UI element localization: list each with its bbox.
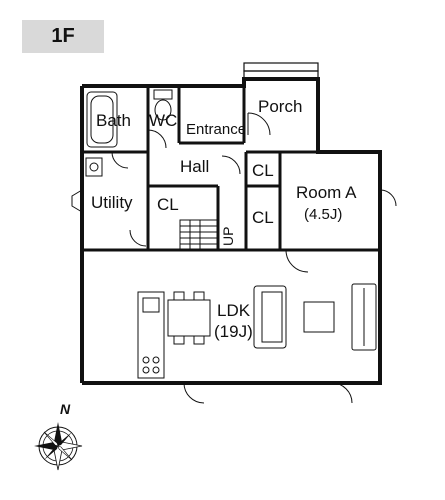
porch-steps — [243, 62, 319, 80]
label-closet-room: CL — [252, 208, 274, 227]
door-swings — [71, 112, 397, 404]
bathtub — [86, 91, 118, 148]
floor-label: 1F — [22, 20, 104, 53]
coffee-table — [303, 301, 335, 333]
label-closet-hall: CL — [252, 161, 274, 180]
tv-unit — [351, 283, 377, 351]
staircase — [179, 219, 219, 251]
label-ldk: LDK — [217, 301, 251, 320]
label-bath: Bath — [96, 111, 131, 130]
sofa — [253, 285, 287, 349]
dining-table — [167, 291, 211, 345]
label-stairs-up: UP — [220, 227, 236, 246]
kitchen-counter — [137, 291, 165, 379]
label-utility: Utility — [91, 193, 133, 212]
washbasin — [85, 157, 103, 177]
toilet — [153, 89, 173, 121]
label-porch: Porch — [258, 97, 302, 116]
compass-north-label: N — [60, 401, 71, 417]
label-hall: Hall — [180, 157, 209, 176]
label-room-a: Room A — [296, 183, 357, 202]
label-wc: WC — [149, 111, 177, 130]
room-labels: Bath WC Entrance Porch Hall CL CL CL Roo… — [91, 97, 357, 341]
label-entrance: Entrance — [186, 121, 246, 138]
compass-rose — [34, 422, 83, 471]
label-closet-utility: CL — [157, 195, 179, 214]
label-ldk-size: (19J) — [214, 322, 253, 341]
label-room-a-size: (4.5J) — [304, 206, 342, 223]
